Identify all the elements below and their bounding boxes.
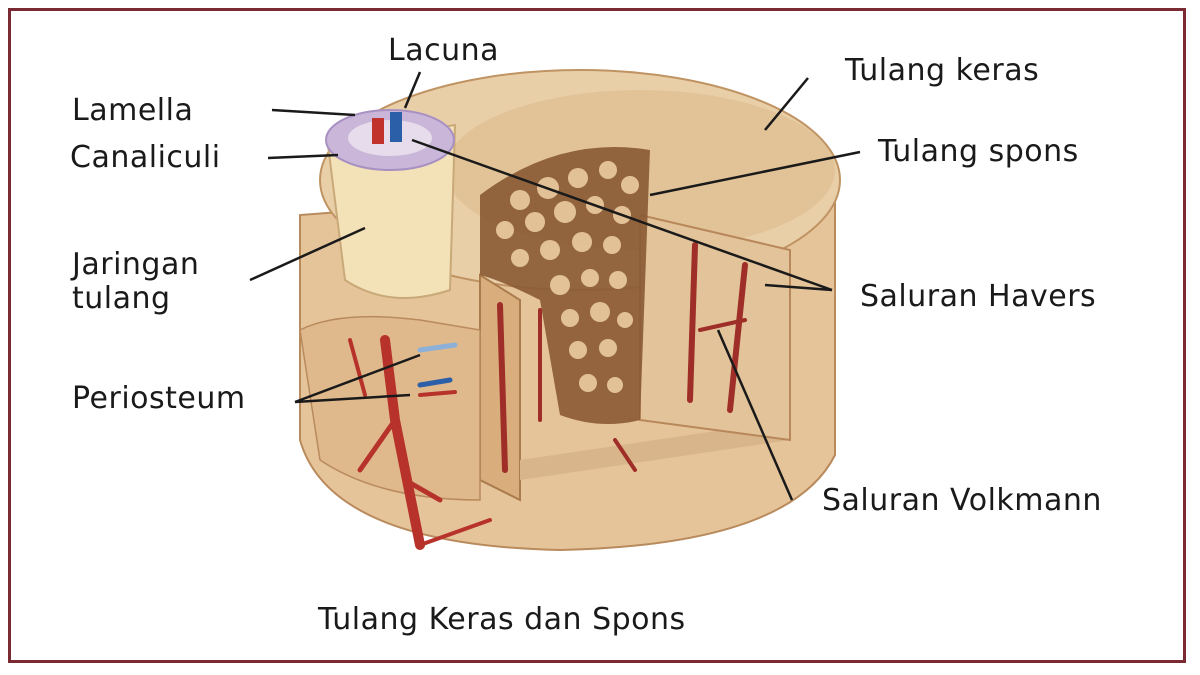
diagram-caption: Tulang Keras dan Spons	[318, 605, 686, 635]
label-saluran-havers: Saluran Havers	[860, 282, 1096, 312]
label-tulang-spons: Tulang spons	[878, 137, 1079, 167]
label-lamella: Lamella	[72, 96, 193, 126]
label-jaringan-line2: tulang	[72, 284, 171, 314]
label-periosteum: Periosteum	[72, 384, 246, 414]
osteon-vein	[390, 112, 402, 142]
label-jaringan-line1: Jaringan	[72, 250, 199, 280]
label-canaliculi: Canaliculi	[70, 143, 221, 173]
osteon-artery	[372, 118, 384, 144]
label-lacuna: Lacuna	[388, 36, 499, 66]
label-saluran-volkmann: Saluran Volkmann	[822, 486, 1102, 516]
label-tulang-keras: Tulang keras	[845, 56, 1039, 86]
